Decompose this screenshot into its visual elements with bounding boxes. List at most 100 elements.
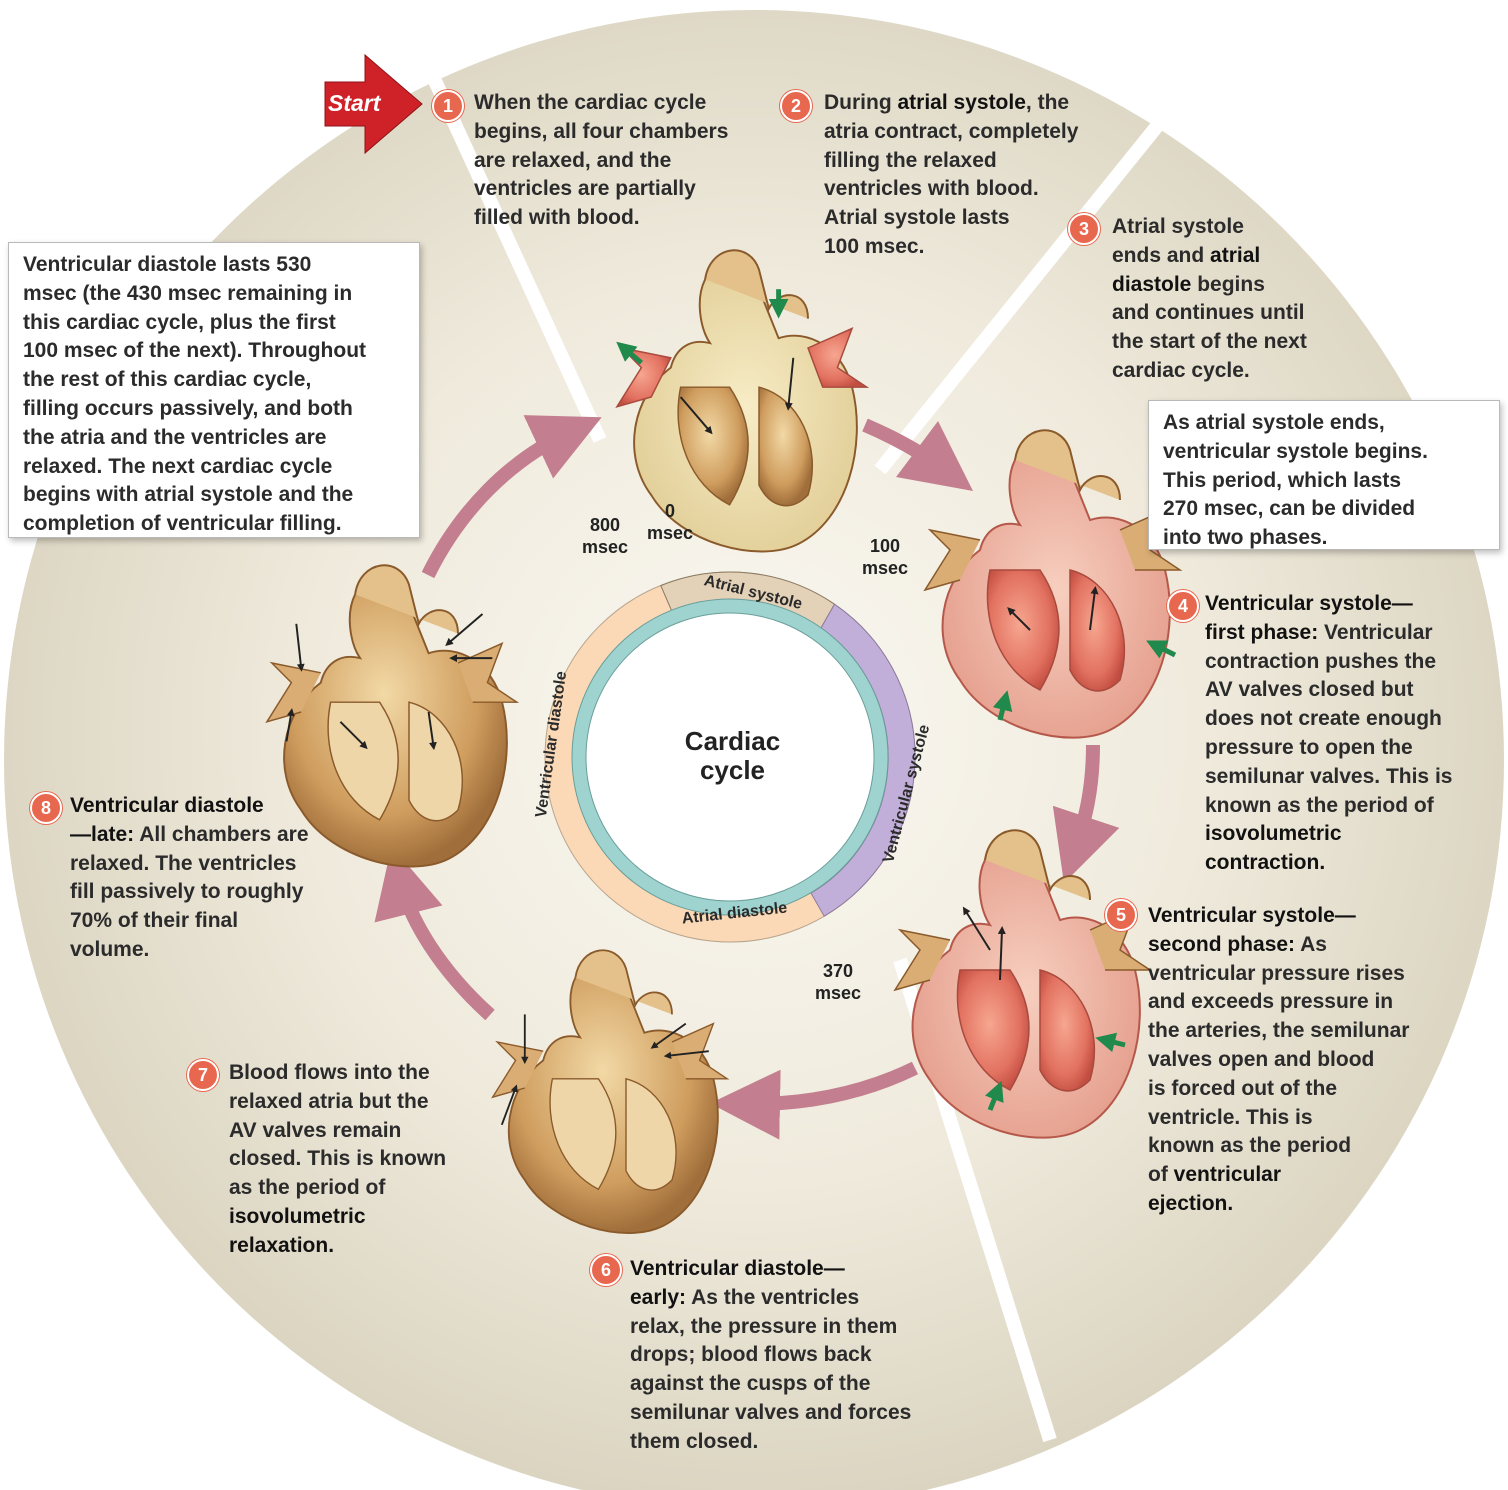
box-left-line: filling occurs passively, and both	[23, 395, 405, 424]
step-6-tail: As the ventricles	[686, 1286, 859, 1309]
box-right-line: 270 msec, can be divided	[1163, 495, 1485, 524]
step-7-term-1: isovolumetric	[229, 1205, 366, 1228]
step-marker-8: 8	[30, 792, 62, 824]
box-left-line: this cardiac cycle, plus the first	[23, 309, 405, 338]
time-0-unit: msec	[635, 522, 705, 544]
step-5-text-of: of	[1148, 1163, 1174, 1186]
step-6-text: Ventricular diastole— early: As the vent…	[630, 1255, 960, 1457]
step-2-prefix: During	[824, 91, 898, 114]
step-3-text-a: ends and	[1112, 244, 1210, 267]
box-left-line: msec (the 430 msec remaining in	[23, 280, 405, 309]
step-6-line: against the cusps of the	[630, 1370, 960, 1399]
step-2-term: atrial systole	[898, 91, 1026, 114]
step-4-line: known as the period of	[1205, 792, 1505, 821]
step-5-heading-2: second phase:	[1148, 933, 1295, 956]
box-left-line: Ventricular diastole lasts 530	[23, 251, 405, 280]
step-4-heading: Ventricular systole—	[1205, 590, 1505, 619]
step-5-line: ventricle. This is	[1148, 1104, 1448, 1133]
step-7-line: as the period of	[229, 1174, 489, 1203]
step-marker-4: 4	[1167, 590, 1199, 622]
step-8-line: relaxed. The ventricles	[70, 850, 370, 879]
step-3-term-b: diastole	[1112, 273, 1191, 296]
step-4-line: AV valves closed but	[1205, 676, 1505, 705]
step-1-line: begins, all four chambers	[474, 118, 774, 147]
step-3-line: and continues until	[1112, 299, 1352, 328]
box-left-line: completion of ventricular filling.	[23, 510, 405, 539]
step-2-line: 100 msec.	[824, 233, 1124, 262]
time-0: 0 msec	[635, 500, 705, 544]
step-6-heading-2: early:	[630, 1286, 686, 1309]
time-0-value: 0	[635, 500, 705, 522]
step-3-line: Atrial systole	[1112, 213, 1352, 242]
time-800-value: 800	[570, 514, 640, 536]
step-6-heading: Ventricular diastole—	[630, 1255, 960, 1284]
step-3-line: diastole begins	[1112, 271, 1352, 300]
box-right-line: This period, which lasts	[1163, 467, 1485, 496]
step-2-line: atria contract, completely	[824, 118, 1124, 147]
step-2-line: ventricles with blood.	[824, 175, 1124, 204]
step-marker-5: 5	[1105, 899, 1137, 931]
time-100: 100 msec	[850, 535, 920, 579]
info-box-ventricular-diastole: Ventricular diastole lasts 530 msec (the…	[8, 242, 420, 538]
box-right-line: ventricular systole begins.	[1163, 438, 1485, 467]
step-6-line: semilunar valves and forces	[630, 1399, 960, 1428]
center-title-line1: Cardiac	[655, 727, 810, 755]
step-1-line: are relaxed, and the	[474, 147, 774, 176]
step-5-line: is forced out of the	[1148, 1075, 1448, 1104]
step-2-text: During atrial systole, the atria contrac…	[824, 89, 1124, 262]
step-8-heading-2: —late:	[70, 823, 134, 846]
time-370-unit: msec	[803, 982, 873, 1004]
time-100-unit: msec	[850, 557, 920, 579]
step-5-heading: Ventricular systole—	[1148, 902, 1448, 931]
box-left-line: relaxed. The next cardiac cycle	[23, 453, 405, 482]
step-7-line: AV valves remain	[229, 1117, 489, 1146]
time-800-unit: msec	[570, 536, 640, 558]
step-1-line: When the cardiac cycle	[474, 89, 774, 118]
step-4-term-2: contraction.	[1205, 851, 1325, 874]
step-3-text: Atrial systole ends and atrial diastole …	[1112, 213, 1352, 386]
step-4-line: pressure to open the	[1205, 734, 1505, 763]
step-2-line: During atrial systole, the	[824, 89, 1124, 118]
center-title-line2: cycle	[655, 756, 810, 784]
step-8-text: Ventricular diastole —late: All chambers…	[70, 792, 370, 965]
step-4-term-1: isovolumetric	[1205, 822, 1342, 845]
step-5-term: ventricular	[1174, 1163, 1281, 1186]
step-8-tail: All chambers are	[134, 823, 308, 846]
box-left-line: 100 msec of the next). Throughout	[23, 337, 405, 366]
step-6-line: them closed.	[630, 1428, 960, 1457]
info-box-ventricular-systole: As atrial systole ends, ventricular syst…	[1148, 400, 1500, 550]
box-right-line: As atrial systole ends,	[1163, 409, 1485, 438]
step-3-line: ends and atrial	[1112, 242, 1352, 271]
step-8-heading: Ventricular diastole	[70, 792, 370, 821]
step-5-line: ventricular pressure rises	[1148, 960, 1448, 989]
step-7-line: closed. This is known	[229, 1145, 489, 1174]
step-8-line: volume.	[70, 936, 370, 965]
step-8-heading-1: Ventricular diastole	[70, 794, 264, 817]
step-4-line: does not create enough	[1205, 705, 1505, 734]
step-1-line: filled with blood.	[474, 204, 774, 233]
step-7-line: Blood flows into the	[229, 1059, 489, 1088]
step-7-text: Blood flows into the relaxed atria but t…	[229, 1059, 489, 1261]
step-5-line: ejection.	[1148, 1190, 1448, 1219]
step-8-line: fill passively to roughly	[70, 878, 370, 907]
step-4-line: contraction pushes the	[1205, 648, 1505, 677]
step-4-text: Ventricular systole— first phase: Ventri…	[1205, 590, 1505, 878]
step-6-line: drops; blood flows back	[630, 1341, 960, 1370]
step-4-line: contraction.	[1205, 849, 1505, 878]
step-4-heading-2: first phase:	[1205, 621, 1318, 644]
step-5-heading-1: Ventricular systole—	[1148, 904, 1356, 927]
step-4-tail: Ventricular	[1318, 621, 1432, 644]
step-6-line: relax, the pressure in them	[630, 1313, 960, 1342]
step-2-line: filling the relaxed	[824, 147, 1124, 176]
step-1-line: ventricles are partially	[474, 175, 774, 204]
step-marker-2: 2	[780, 90, 812, 122]
step-5-line: second phase: As	[1148, 931, 1448, 960]
time-100-value: 100	[850, 535, 920, 557]
step-6-line: early: As the ventricles	[630, 1284, 960, 1313]
box-left-line: the rest of this cardiac cycle,	[23, 366, 405, 395]
step-4-heading-1: Ventricular systole—	[1205, 592, 1413, 615]
step-8-line: —late: All chambers are	[70, 821, 370, 850]
step-2-line: Atrial systole lasts	[824, 204, 1124, 233]
step-5-text: Ventricular systole— second phase: As ve…	[1148, 902, 1448, 1219]
step-7-term-2: relaxation.	[229, 1234, 334, 1257]
